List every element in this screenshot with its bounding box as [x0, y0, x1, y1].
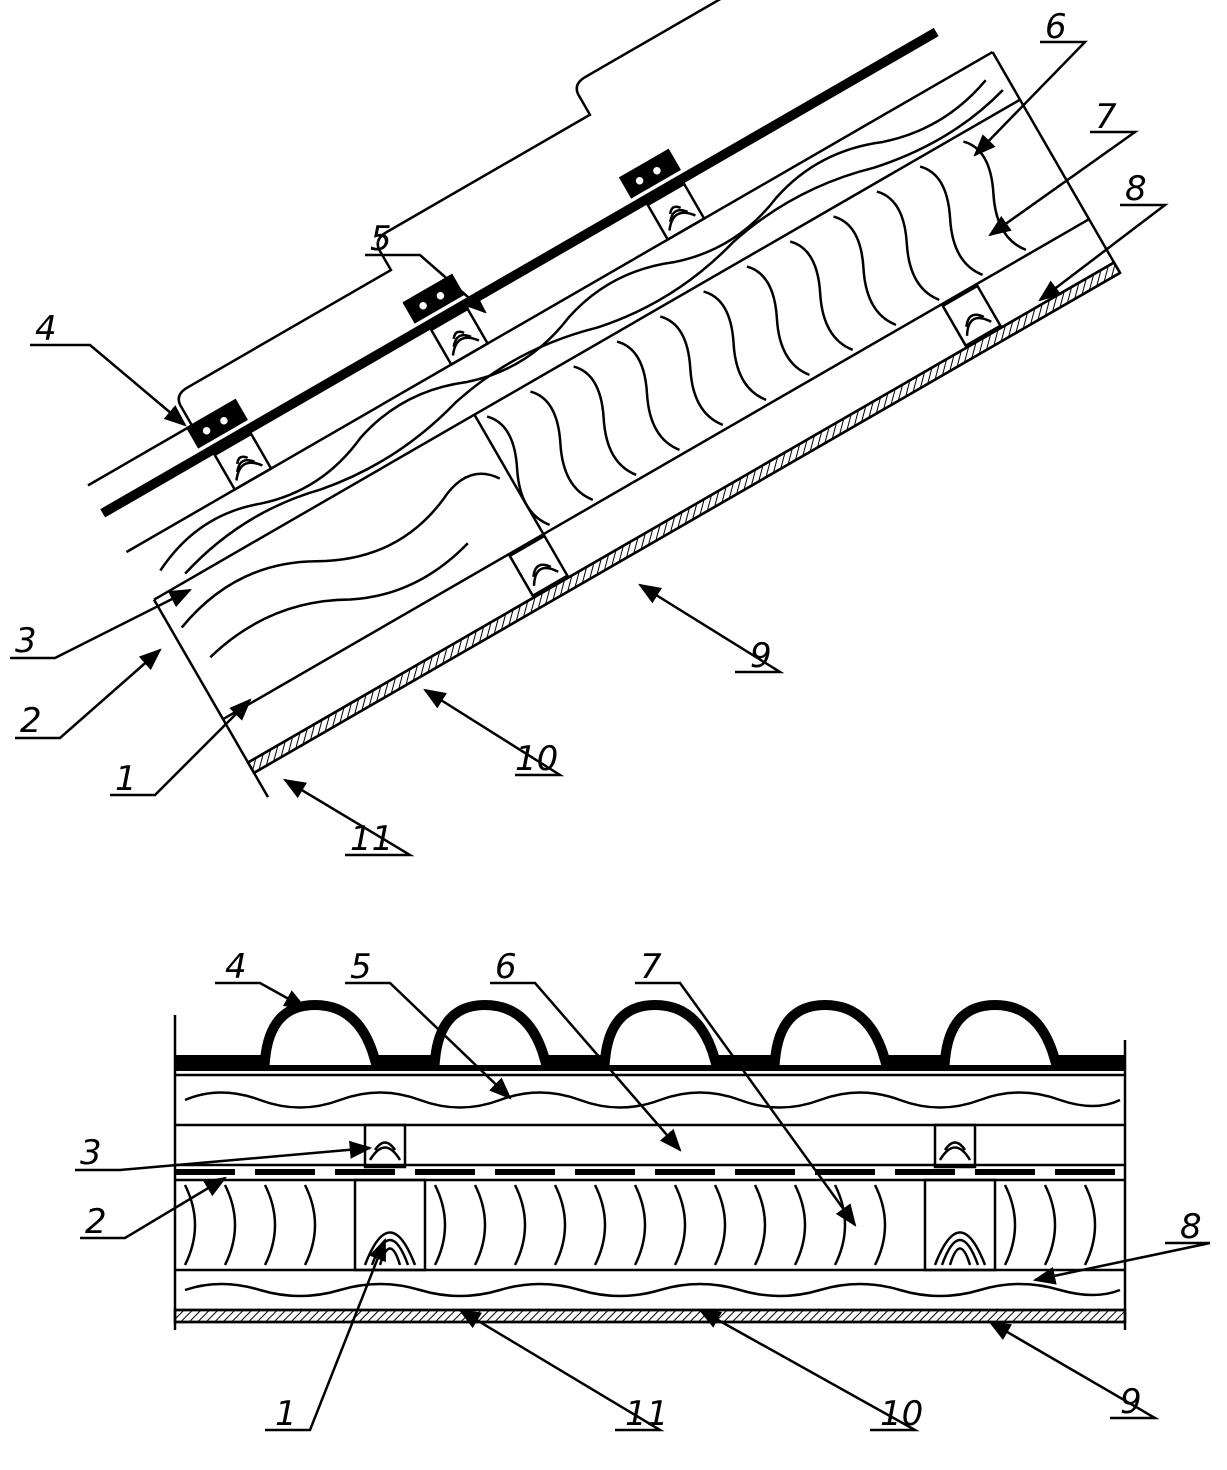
upper-insulation	[473, 140, 1090, 536]
lower-label-8: 8	[1180, 1207, 1202, 1247]
upper-lining	[221, 51, 1122, 798]
upper-label-4: 4	[35, 309, 57, 349]
upper-label-8: 8	[1125, 169, 1147, 209]
upper-label-9: 9	[750, 636, 772, 676]
upper-label-6: 6	[1045, 7, 1067, 47]
upper-battens	[213, 182, 706, 492]
upper-label-3: 3	[15, 621, 37, 661]
lower-leaders	[75, 981, 1211, 1432]
lower-label-5: 5	[350, 947, 372, 987]
lower-label-11: 11	[625, 1394, 668, 1434]
lower-label-9: 9	[1120, 1382, 1142, 1422]
lower-label-10: 10	[880, 1394, 923, 1434]
upper-label-2: 2	[20, 701, 42, 741]
lower-label-7: 7	[640, 947, 662, 987]
lower-labels: 4 5 6 7 3 2 8 1 11 10 9	[80, 947, 1202, 1434]
lower-label-6: 6	[495, 947, 517, 987]
upper-label-10: 10	[515, 739, 558, 779]
lower-label-3: 3	[80, 1133, 102, 1173]
lower-label-1: 1	[275, 1394, 297, 1434]
upper-label-1: 1	[115, 759, 137, 799]
upper-label-7: 7	[1095, 97, 1117, 137]
upper-leaders	[10, 40, 1169, 857]
upper-label-5: 5	[370, 219, 392, 259]
upper-label-11: 11	[350, 819, 393, 859]
upper-timber	[125, 50, 1021, 721]
lower-label-2: 2	[85, 1202, 107, 1242]
upper-roof-section	[87, 0, 1122, 798]
lower-label-4: 4	[225, 947, 247, 987]
lower-roof-section	[173, 999, 1127, 1330]
upper-labels: 4 5 6 7 8 3 2 1 9 10 11	[15, 7, 1147, 859]
upper-tile-layer	[87, 0, 939, 518]
lower-tile-waves	[175, 999, 1125, 1065]
